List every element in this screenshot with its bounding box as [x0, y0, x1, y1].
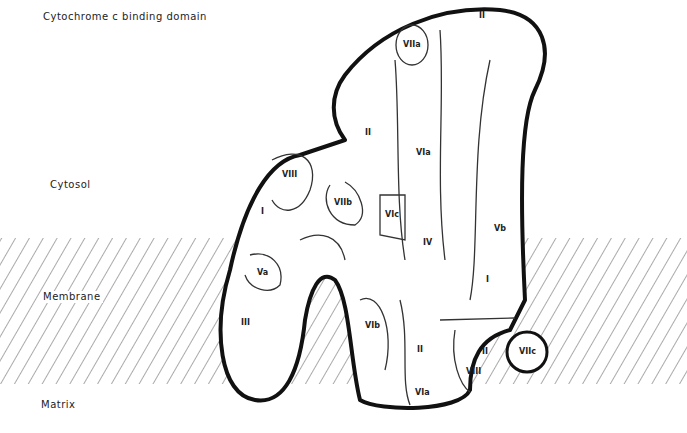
region-label: Cytosol [50, 180, 91, 190]
subunit-number: I [486, 276, 489, 284]
subunit-lobe [507, 332, 547, 372]
region-label: Matrix [41, 400, 75, 410]
subunit-number: VIIc [519, 348, 536, 356]
subunit-number: VIa [415, 389, 430, 397]
region-label: Cytochrome c binding domain [43, 12, 207, 22]
subunit-number: VIc [385, 211, 399, 219]
subunit-number: II [365, 129, 371, 137]
subunit-number: VIII [466, 368, 481, 376]
complex-outline [221, 9, 545, 408]
subunit-number: II [482, 348, 488, 356]
subunit-number: VIIb [334, 199, 352, 207]
subunit-number: Vb [494, 225, 506, 233]
subunit-number: III [241, 319, 250, 327]
subunit-number: VIa [416, 149, 431, 157]
subunit-number: VIIa [403, 41, 421, 49]
subunit-number: II [417, 346, 423, 354]
region-label: Membrane [41, 291, 103, 303]
subunit-number: II [479, 12, 485, 20]
subunit-number: I [261, 208, 264, 216]
subunit-number: VIb [365, 322, 380, 330]
subunit-number: IV [423, 239, 432, 247]
subunit-number: Va [257, 269, 268, 277]
subunit-boundaries [245, 25, 515, 405]
subunit-number: VIII [282, 171, 297, 179]
